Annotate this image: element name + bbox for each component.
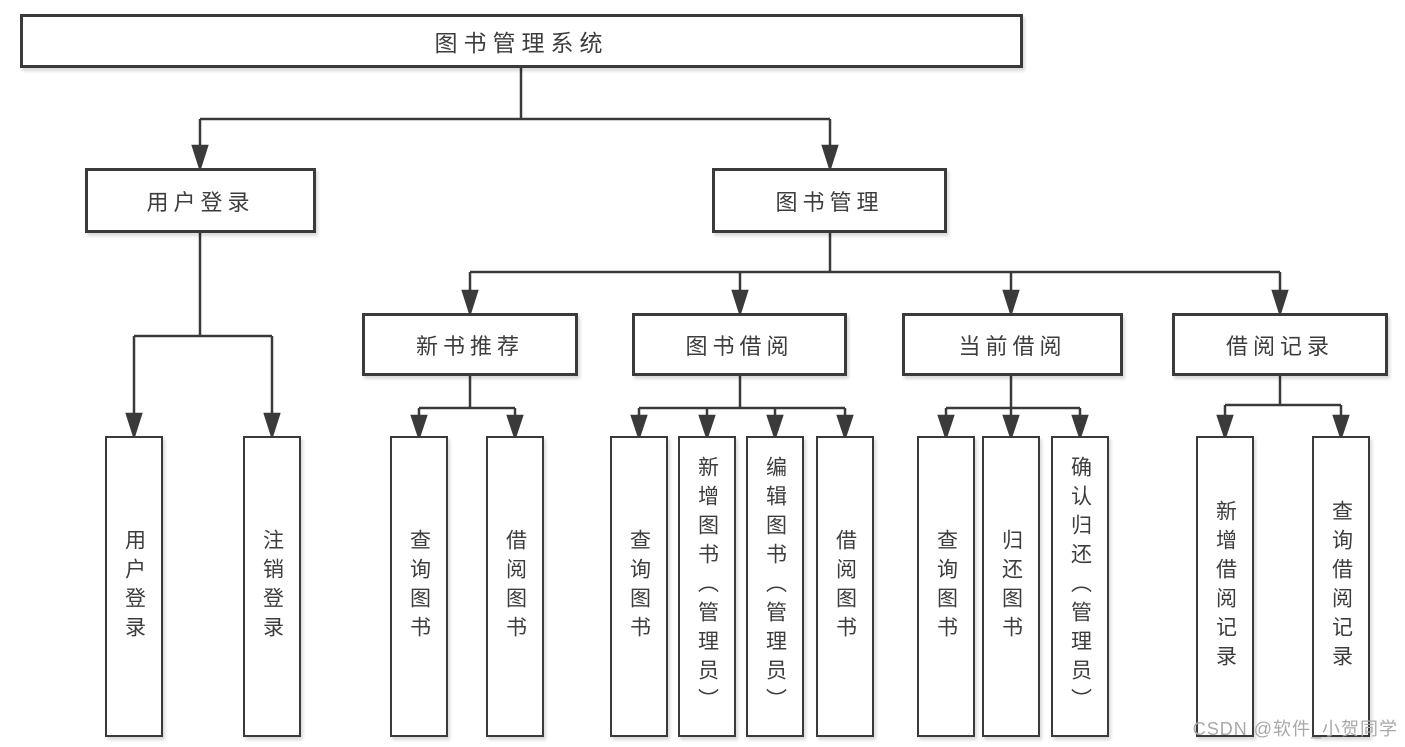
leaf-borrow-books-borrowing: 借阅图书 (816, 436, 874, 737)
watermark-text: CSDN @软件_小贺同学 (1192, 719, 1398, 739)
node-library-management-system: 图书管理系统 (20, 14, 1023, 68)
connector-user-login-children (125, 233, 281, 441)
connector-current-borrowing-children (937, 376, 1089, 441)
leaf-query-books-recommend: 查询图书 (390, 436, 448, 737)
leaf-confirm-return-admin: 确认归还（管理员） (1051, 436, 1109, 737)
node-new-book-recommend: 新书推荐 (362, 313, 578, 376)
node-borrowing-records: 借阅记录 (1172, 313, 1388, 376)
node-book-borrowing: 图书借阅 (632, 313, 847, 376)
leaf-query-borrow-record: 查询借阅记录 (1312, 436, 1370, 737)
connector-book-management-children (461, 233, 1289, 318)
node-user-login: 用户登录 (85, 168, 316, 233)
node-book-management: 图书管理 (712, 168, 947, 233)
leaf-query-books-borrowing: 查询图书 (610, 436, 668, 737)
leaf-query-books-current: 查询图书 (917, 436, 975, 737)
leaf-borrow-books-recommend: 借阅图书 (486, 436, 544, 737)
leaf-return-books: 归还图书 (982, 436, 1040, 737)
leaf-add-borrow-record: 新增借阅记录 (1196, 436, 1254, 737)
leaf-add-books-admin: 新增图书（管理员） (678, 436, 736, 737)
node-current-borrowing: 当前借阅 (902, 313, 1123, 376)
connector-borrow-records-children (1216, 376, 1350, 441)
connector-book-borrowing-children (630, 376, 854, 441)
leaf-user-login: 用户登录 (105, 436, 163, 737)
leaf-logout-login: 注销登录 (243, 436, 301, 737)
connector-new-book-children (410, 376, 524, 441)
connector-root-to-level2 (191, 68, 839, 173)
leaf-edit-books-admin: 编辑图书（管理员） (746, 436, 804, 737)
